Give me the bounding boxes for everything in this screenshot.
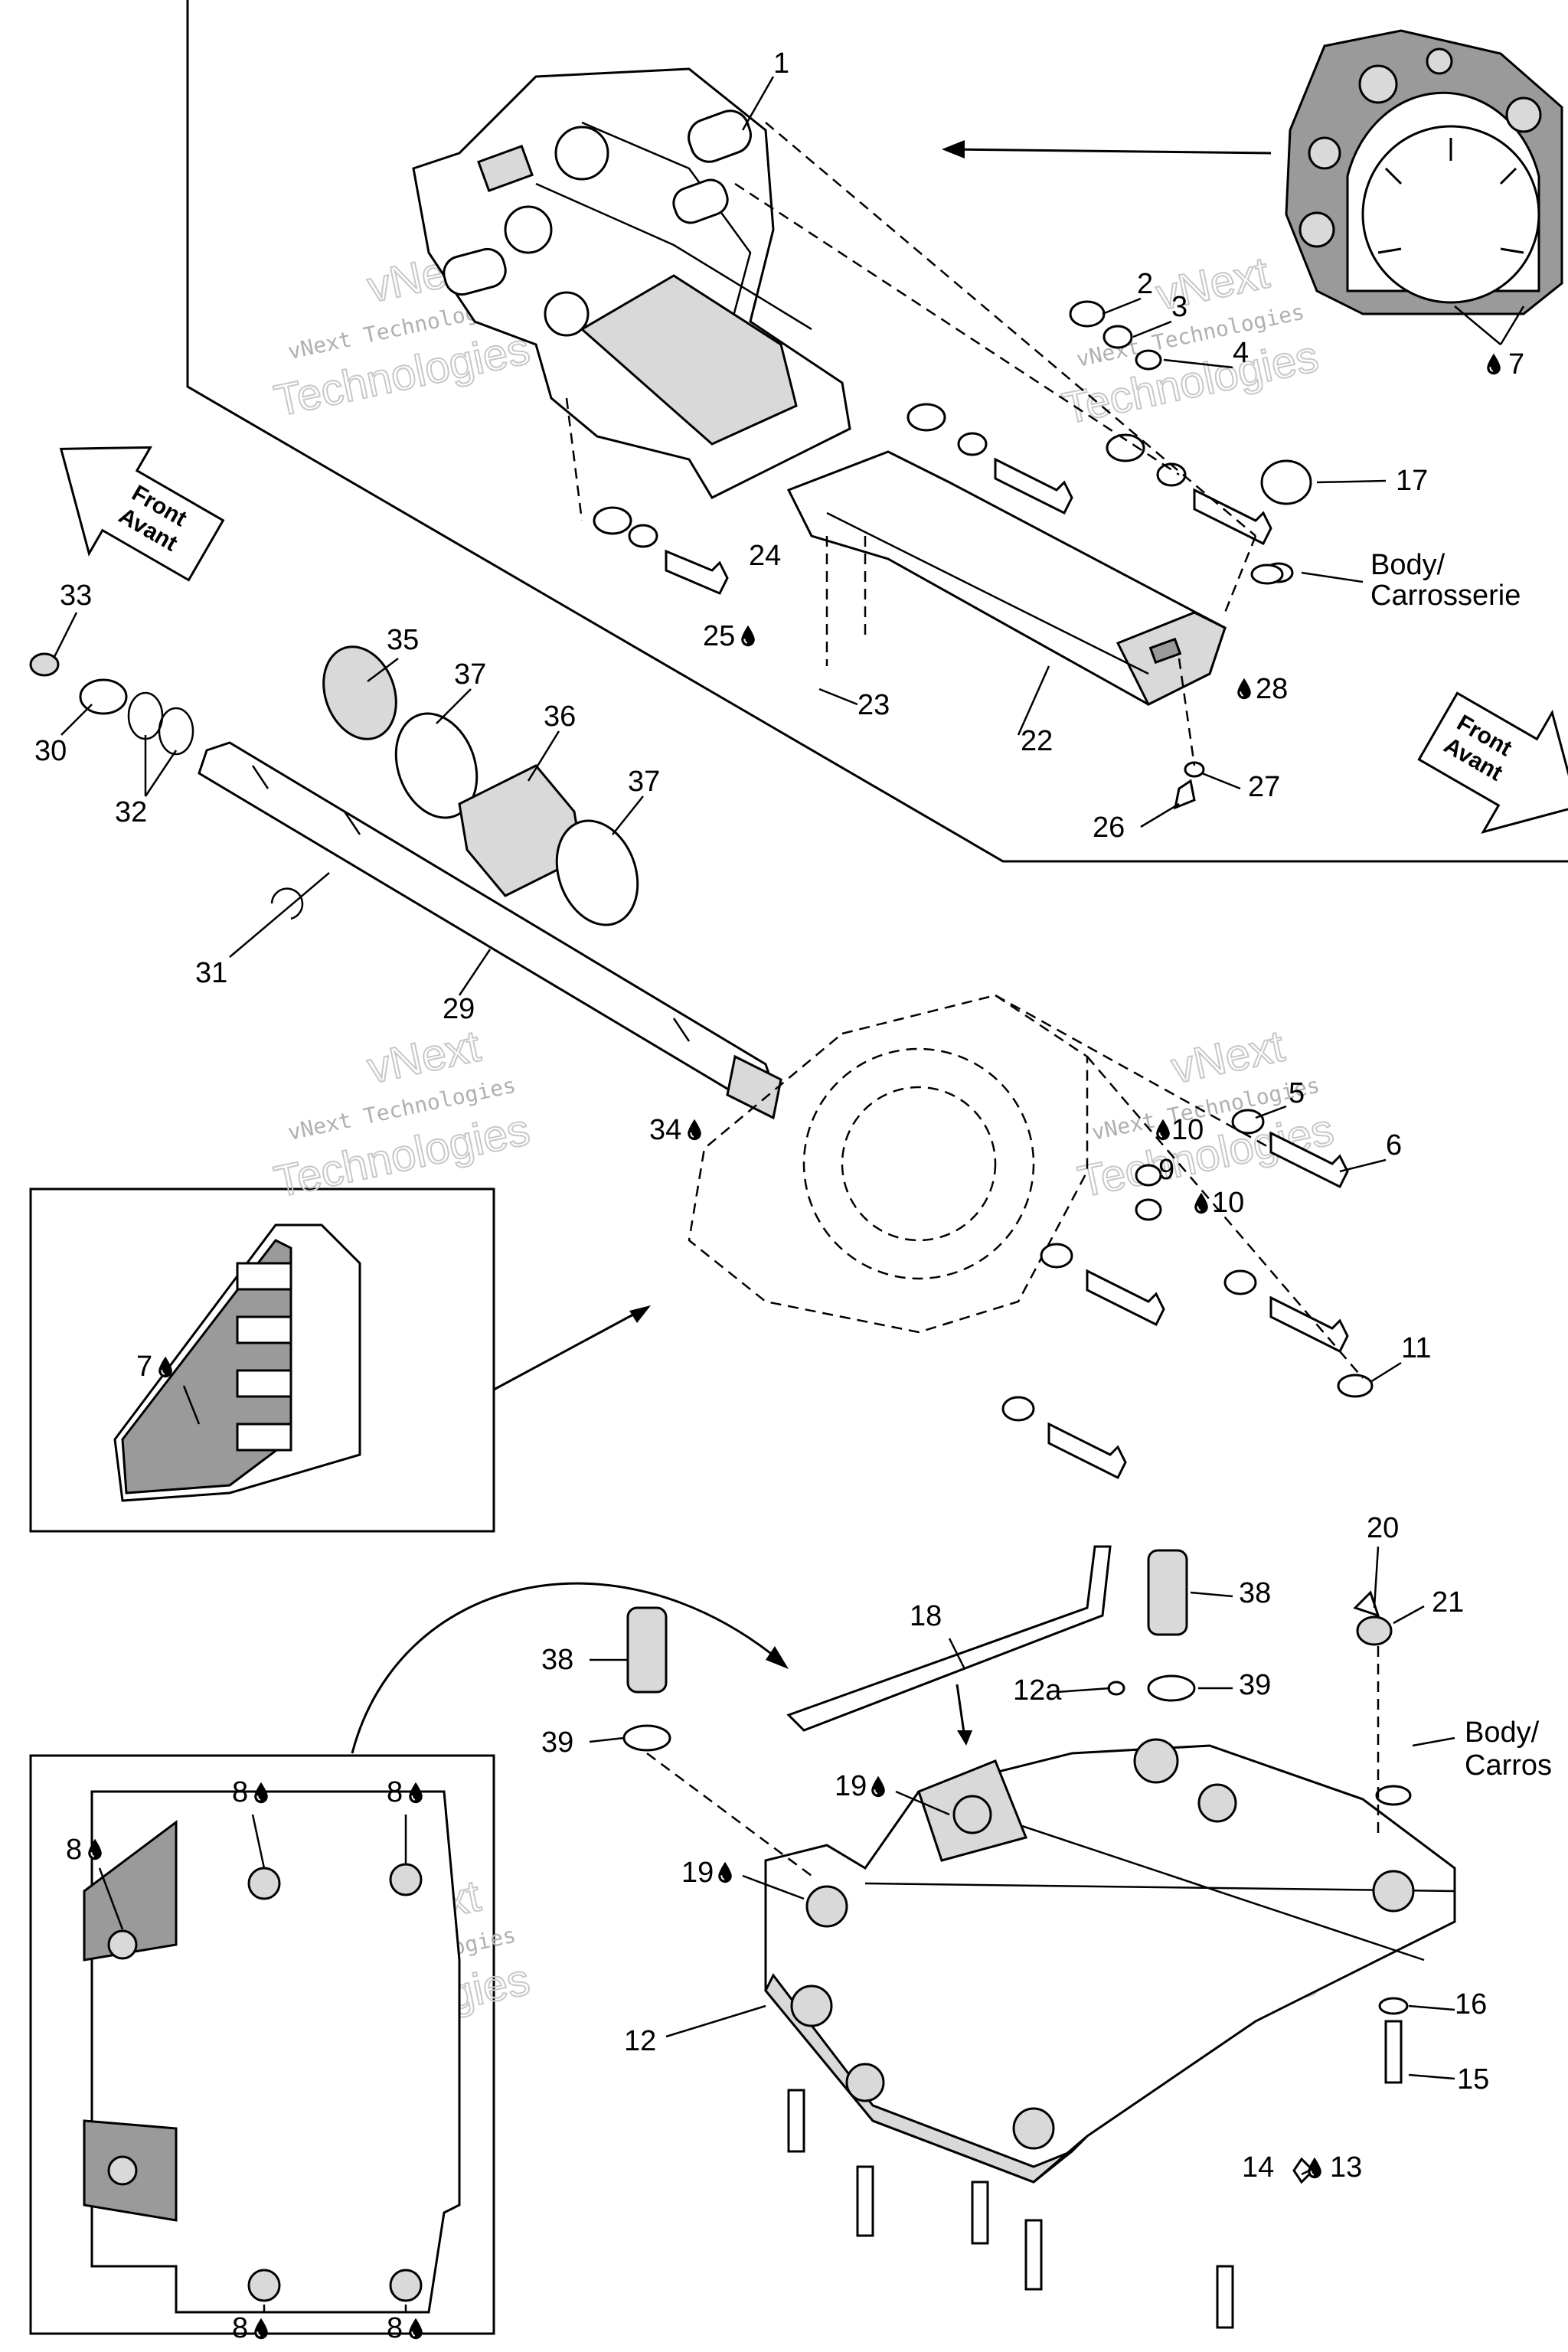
callout-9: 9 [1158,1154,1174,1186]
inset-pump-side-view [113,1223,361,1502]
callout-38b: 38 [1239,1577,1271,1609]
callout-21: 21 [1432,1586,1464,1619]
support-bracket [786,450,1227,707]
callout-19a: 19 [835,1770,867,1802]
callout-8a: 8 [232,1776,248,1808]
callout-13: 13 [1330,2151,1362,2184]
callout-39a: 39 [541,1726,573,1759]
callout-8e: 8 [387,2312,403,2344]
callout-25: 25 [703,620,735,652]
callout-24: 24 [749,540,781,572]
callout-16: 16 [1455,1988,1487,2020]
callout-12: 12 [624,2025,656,2057]
drop-icon [740,624,756,648]
drop-icon [253,2317,269,2341]
callout-8b: 8 [387,1776,403,1808]
callout-34: 34 [649,1114,681,1146]
upper-section-frame [186,0,1568,863]
seal-35 [322,645,397,740]
front-arrow-right: Front Avant [1417,691,1568,834]
callout-20: 20 [1367,1512,1399,1544]
callout-2: 2 [1137,268,1153,300]
callout-12a: 12a [1013,1674,1062,1707]
callout-26: 26 [1093,812,1125,844]
body-label-top-1: Body/ [1370,549,1446,581]
drop-icon [253,1781,269,1805]
drop-icon [717,1860,733,1884]
drop-icon [1236,677,1252,701]
pump-front-view [1285,29,1563,315]
dashed-leader-lines [565,122,1364,1379]
leader-lines [52,76,1525,2312]
watermark-2: vNext vNext Technologies Technologies [1058,247,1324,435]
pump-housing-dashed [688,994,1089,1334]
callout-3: 3 [1171,291,1187,323]
ride-plate-strip [786,1545,1112,1732]
body-label-bottom-1: Body/ [1465,1717,1540,1749]
drop-icon [687,1118,702,1142]
pump-housing [412,67,851,499]
callout-38a: 38 [541,1644,573,1676]
body-labels: Body/ Carrosserie Body/ Carros [1370,549,1552,1782]
callout-11: 11 [1401,1332,1431,1364]
callout-23: 23 [858,689,890,721]
callout-36: 36 [544,701,576,733]
callout-27: 27 [1248,771,1280,803]
fasteners [593,300,1374,1480]
callout-7a: 7 [1508,348,1524,381]
callout-19b: 19 [681,1857,714,1889]
callout-33: 33 [60,580,92,612]
inset-frame-left [29,1187,495,1533]
front-arrow-left: Front Avant [59,446,225,582]
callout-labels: 1 2 3 4 5 6 7 7 8 8 8 8 8 9 10 10 11 12 … [34,47,1524,2344]
callout-15: 15 [1457,2063,1489,2096]
callout-6: 6 [1386,1129,1402,1161]
drive-shaft [198,741,782,1120]
ride-plate-link-arc [351,1582,782,1754]
callout-29: 29 [443,993,475,1025]
callout-5: 5 [1289,1077,1305,1109]
callout-10a: 10 [1171,1114,1204,1146]
body-label-bottom-2: Carros [1465,1749,1552,1782]
drop-icon [408,2317,423,2341]
callout-14: 14 [1242,2151,1274,2184]
callout-35: 35 [387,624,419,656]
callout-31: 31 [195,957,227,989]
callout-8c: 8 [66,1834,82,1866]
drop-icon [408,1781,423,1805]
drop-icon [1486,352,1501,376]
callout-7b: 7 [136,1351,152,1383]
drop-icon [871,1775,886,1798]
inset-ride-plate-top-view [83,1790,461,2314]
callout-4: 4 [1233,337,1249,369]
callout-10b: 10 [1212,1187,1244,1219]
callout-39b: 39 [1239,1669,1271,1701]
callout-1: 1 [773,47,789,80]
callout-8d: 8 [232,2312,248,2344]
callout-28: 28 [1256,673,1288,705]
callout-17: 17 [1396,465,1428,497]
callout-22: 22 [1021,725,1053,757]
watermark-4: vNext vNext Technologies Technologies [1073,1021,1339,1208]
body-label-top-2: Carrosserie [1370,580,1521,612]
callout-18: 18 [910,1600,942,1632]
drop-icon [158,1355,173,1379]
callout-30: 30 [34,735,67,767]
inset-link-arrow [493,1308,644,1391]
callout-32: 32 [115,796,147,828]
callout-37a: 37 [454,658,486,691]
clamp-37a [394,712,479,819]
callout-37b: 37 [628,766,660,798]
pump-view-arrow [949,148,1272,155]
clamp-37b [555,819,639,926]
ride-plate [764,1738,1456,2184]
watermark-3: vNext vNext Technologies Technologies [270,1021,535,1208]
